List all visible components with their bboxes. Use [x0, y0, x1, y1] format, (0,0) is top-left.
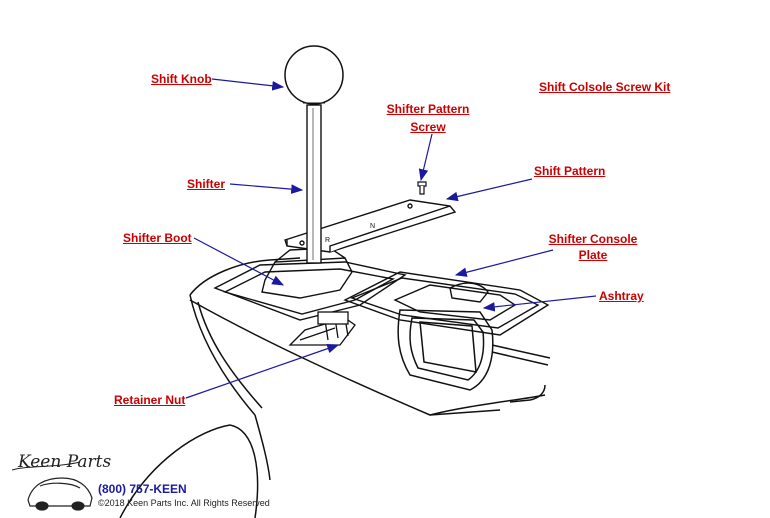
shift-pattern-plate: R N	[284, 199, 457, 253]
console-body	[119, 257, 546, 518]
arrow-ashtray	[482, 295, 597, 312]
console-plate	[343, 271, 550, 336]
label-shifter-console-plate-line2: Plate	[578, 248, 608, 262]
label-ashtray[interactable]: Ashtray	[599, 289, 644, 303]
label-shifter[interactable]: Shifter	[187, 177, 226, 191]
arrow-shift-knob	[211, 78, 285, 91]
label-shift-knob[interactable]: Shift Knob	[151, 72, 212, 86]
logo-text: Keen Parts	[18, 452, 112, 472]
copyright-text: ©2018 Keen Parts Inc. All Rights Reserve…	[98, 498, 270, 508]
arrow-shifter	[229, 183, 304, 194]
arrow-pattern-screw	[418, 133, 433, 182]
label-shifter-console-plate[interactable]: Shifter Console Plate	[540, 232, 646, 263]
label-retainer-nut[interactable]: Retainer Nut	[114, 393, 186, 407]
label-shifter-console-plate-line1: Shifter Console	[548, 232, 638, 246]
label-screw-kit[interactable]: Shift Colsole Screw Kit	[539, 80, 671, 94]
pattern-letter-r: R	[325, 237, 330, 244]
arrow-shifter-boot	[193, 237, 285, 286]
arrow-shift-pattern	[445, 178, 533, 202]
arrow-retainer-nut	[185, 344, 340, 399]
keen-parts-logo	[11, 461, 93, 511]
label-shifter-boot[interactable]: Shifter Boot	[123, 231, 192, 245]
label-shift-pattern[interactable]: Shift Pattern	[534, 164, 606, 178]
shift-knob	[284, 45, 344, 105]
retainer-bracket	[288, 311, 356, 346]
label-shifter-pattern-screw[interactable]: Shifter Pattern Screw	[378, 102, 478, 135]
label-shifter-pattern-screw-line2: Screw	[410, 120, 446, 134]
label-shifter-pattern-screw-line1: Shifter Pattern	[386, 102, 470, 116]
shifter-rod	[306, 104, 322, 264]
callout-arrows	[185, 78, 597, 399]
pattern-letter-n: N	[370, 223, 375, 230]
shifter-boot	[213, 247, 407, 321]
ashtray-body	[397, 309, 551, 391]
arrow-console-plate	[454, 249, 554, 277]
pattern-screw	[417, 181, 427, 195]
phone-number[interactable]: (800) 757-KEEN	[98, 482, 187, 496]
